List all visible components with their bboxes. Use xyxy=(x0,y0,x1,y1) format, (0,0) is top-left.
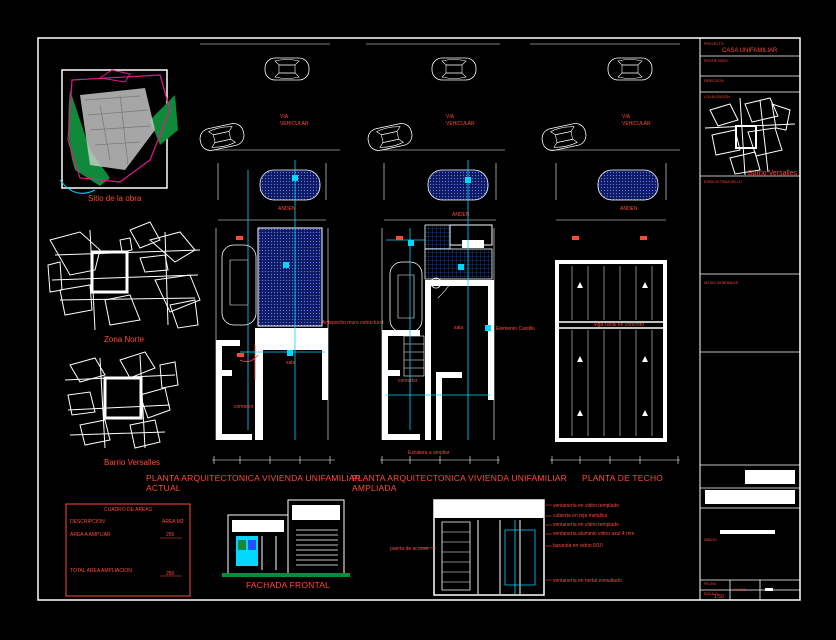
areas-title: CUADRO DE AREAS xyxy=(104,507,153,513)
tb-dibujo-label: DIBUJO xyxy=(704,538,717,542)
section-note-4: ventanería aluminio vidrio azul 4 mm xyxy=(553,531,635,537)
via-label-2: VIA xyxy=(446,114,455,120)
plan-ampliada-subtitle: AMPLIADA xyxy=(352,483,397,493)
areas-total-label: TOTAL AREA AMPLIACION xyxy=(70,568,132,574)
site-label: Sitio de la obra xyxy=(88,194,142,203)
plan-actual-subtitle: ACTUAL xyxy=(146,483,181,493)
via-label-1: VIA xyxy=(280,114,289,120)
room-label-sala-1: sala xyxy=(286,360,296,366)
tb-proyecto-label: PROYECTO xyxy=(704,42,724,46)
tb-espacio-label: ESPACIO PARA SELLO xyxy=(704,180,742,184)
sheet-border xyxy=(37,37,801,601)
tb-notas-label: NOTAS GENERALES xyxy=(704,281,739,285)
vehicular-label-1: VEHICULAR xyxy=(280,121,309,127)
areas-table-frame xyxy=(65,503,191,597)
barrio-label: Barrio Versalles xyxy=(104,458,161,467)
section-note-1: ventanería en vidrio templado xyxy=(553,503,619,509)
areas-row-value: 250 xyxy=(166,532,175,538)
note-castillo: Elemento Castillo xyxy=(496,326,535,332)
vehicular-label-2: VEHICULAR xyxy=(446,121,475,127)
tb-barrio: Barrio Versalles xyxy=(748,170,798,177)
areas-total-value: 250 xyxy=(166,571,175,577)
plan-actual xyxy=(197,57,340,464)
tb-propietario-label: PROPIETARIO xyxy=(704,59,728,63)
tb-proyecto: CASA UNIFAMILIAR xyxy=(722,48,778,54)
plan-actual-title: PLANTA ARQUITECTONICA VIVIENDA UNIFAMILI… xyxy=(146,473,361,483)
areas-col-area: AREA M2 xyxy=(162,519,184,525)
section-left-note: puerta de acceso xyxy=(390,546,429,552)
tb-direccion-label: DIRECCION xyxy=(704,79,724,83)
areas-row-label: AREA A AMPLIAR xyxy=(70,532,111,538)
site-map xyxy=(59,69,178,194)
note-escalera: Escalera a ampliar xyxy=(408,450,450,456)
section-note-3: ventanería en vidrio templado xyxy=(553,522,619,528)
plan-ampliada-title: PLANTA ARQUITECTONICA VIVIENDA UNIFAMILI… xyxy=(352,473,567,483)
section-bottom-note: ventanería en metal esmaltado xyxy=(553,578,622,584)
tb-escala: 1:50 xyxy=(714,594,724,600)
section-note-2: cubierta en teja metálica xyxy=(553,513,608,519)
section-drawing xyxy=(420,499,552,596)
zona-norte-map xyxy=(47,221,201,331)
plan-techo-title: PLANTA DE TECHO xyxy=(582,473,664,483)
plan-ampliada xyxy=(365,57,505,464)
section-note-5: baranda en vidrio 6/10 xyxy=(553,543,603,549)
tb-localizacion-label: LOCALIZACION xyxy=(704,95,730,99)
anden-label-1: ANDEN xyxy=(278,206,296,212)
note-viga: viga canal en concreto xyxy=(594,322,645,328)
vehicular-label-3: VEHICULAR xyxy=(622,121,651,127)
title-block-location-map xyxy=(704,97,796,176)
barrio-versalles-map xyxy=(64,351,179,449)
anden-label-2: ANDEN xyxy=(452,212,470,218)
fachada-drawing xyxy=(222,499,350,577)
tb-plano-label: PLANO xyxy=(734,588,746,592)
anden-label-3: ANDEN xyxy=(620,206,638,212)
tb-escala-label: ESCALA xyxy=(704,592,718,596)
room-label-sala-2: sala xyxy=(454,325,464,331)
zona-norte-label: Zona Norte xyxy=(104,335,145,344)
plan-techo xyxy=(539,57,680,464)
room-label-comedor-2: comedor xyxy=(398,378,418,384)
tb-fecha-label: FECHA xyxy=(704,582,716,586)
fachada-title: FACHADA FRONTAL xyxy=(246,580,331,590)
via-label-3: VIA xyxy=(622,114,631,120)
room-label-comedor-1: comedor xyxy=(234,404,254,410)
areas-col-desc: DESCRIPCION xyxy=(70,519,105,525)
title-block-grid xyxy=(700,55,800,600)
note-muro: Antepecho muro estructural xyxy=(322,320,384,326)
